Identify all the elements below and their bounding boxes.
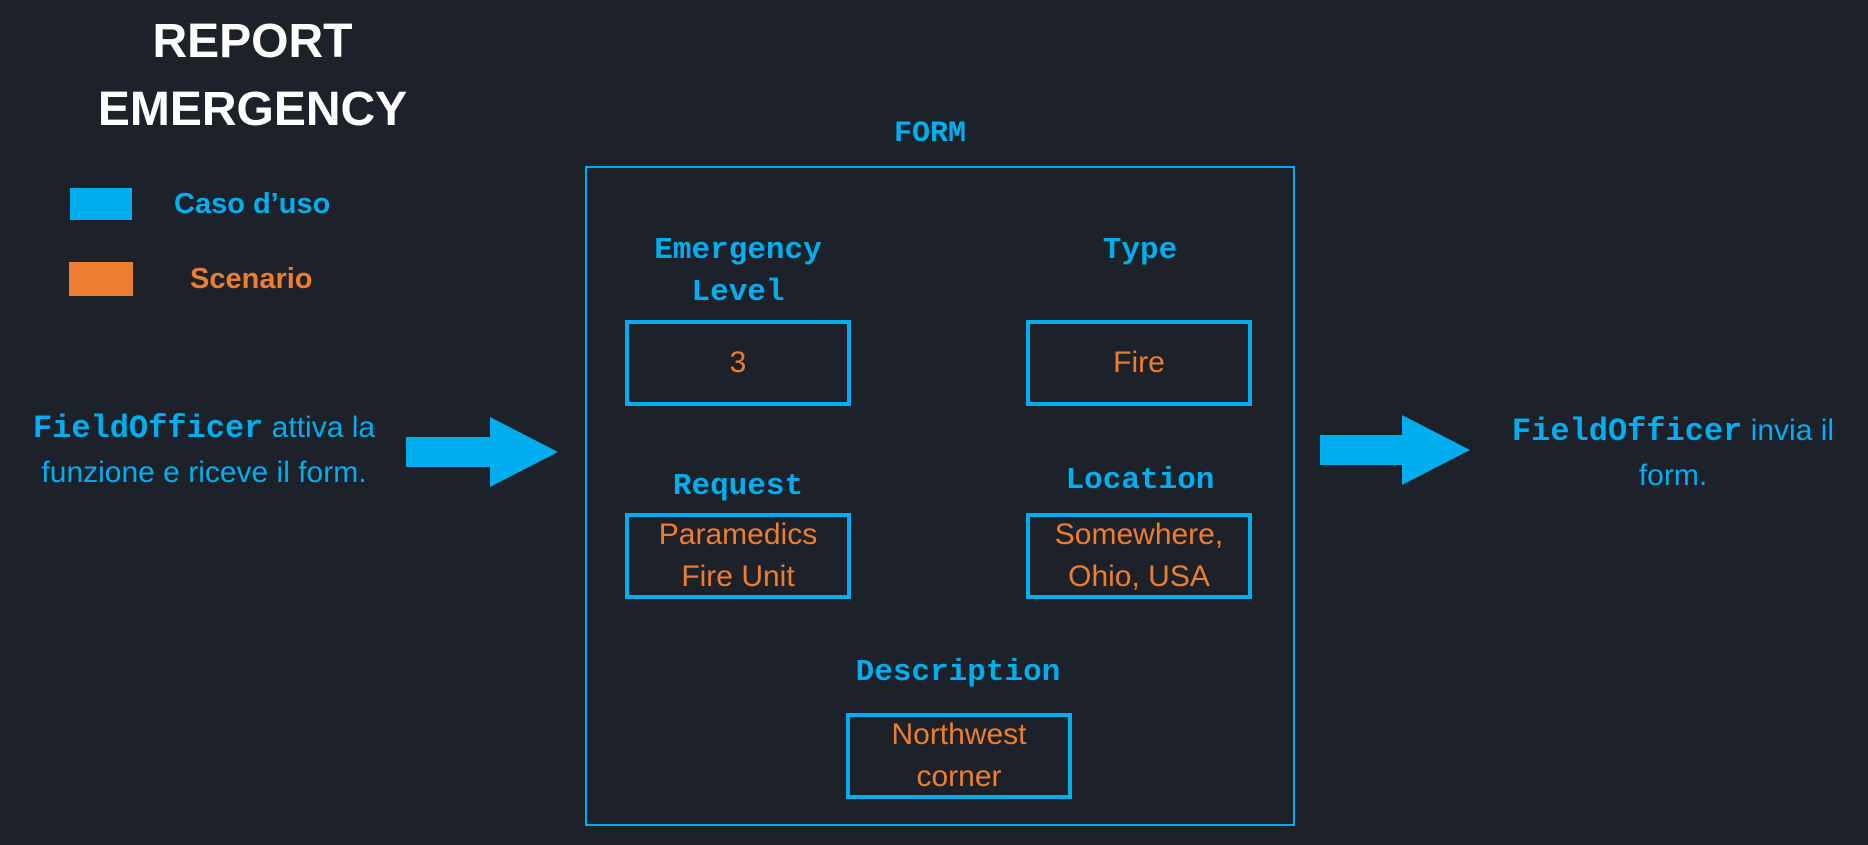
location-value-line-2: Ohio, USA [1068, 560, 1210, 593]
left-note: FieldOfficer attiva la funzione e riceve… [8, 406, 400, 495]
location-value-line-1: Somewhere, [1054, 518, 1224, 551]
right-arrow-icon [1320, 415, 1470, 485]
request-value-line-2: Fire Unit [681, 560, 795, 593]
right-note-actor: FieldOfficer [1511, 413, 1743, 450]
description-value-line-1: Northwest [891, 718, 1027, 751]
left-note-text-1: attiva la [263, 411, 376, 444]
left-note-line-1: FieldOfficer attiva la [8, 406, 400, 451]
request-field[interactable]: Paramedics Fire Unit [625, 513, 851, 599]
description-value-line-2: corner [916, 760, 1002, 793]
type-field[interactable]: Fire [1026, 320, 1252, 406]
emergency-level-field[interactable]: 3 [625, 320, 851, 406]
emergency-level-label-line-2: Level [691, 275, 785, 310]
description-field[interactable]: Northwest corner [846, 713, 1072, 799]
left-arrow-icon [406, 417, 558, 487]
request-label: Request [672, 469, 804, 504]
legend-swatch-scenario [69, 262, 133, 296]
right-note-line-2: form. [1638, 459, 1708, 492]
diagram-title: REPORT EMERGENCY [70, 8, 435, 144]
legend-swatch-use-case [70, 188, 132, 220]
emergency-level-label-line-1: Emergency [654, 233, 822, 268]
request-value-line-1: Paramedics [658, 518, 818, 551]
left-note-line-2: funzione e riceve il form. [41, 456, 367, 489]
description-label: Description [855, 655, 1061, 690]
title-line-1: REPORT [152, 15, 353, 68]
emergency-level-label: Emergency Level [598, 230, 878, 314]
location-label: Location [1065, 463, 1215, 498]
legend-label-use-case: Caso d’uso [174, 188, 331, 220]
form-caption: FORM [893, 117, 966, 151]
title-line-2: EMERGENCY [97, 83, 408, 136]
right-note-text-1: invia il [1742, 414, 1835, 447]
location-field[interactable]: Somewhere, Ohio, USA [1026, 513, 1252, 599]
type-value: Fire [1113, 346, 1165, 379]
legend-label-scenario: Scenario [190, 263, 313, 295]
right-note-line-1: FieldOfficer invia il [1484, 409, 1862, 454]
left-note-actor: FieldOfficer [32, 410, 264, 447]
type-label: Type [1102, 233, 1178, 268]
emergency-level-value: 3 [729, 346, 747, 379]
right-note: FieldOfficer invia il form. [1484, 409, 1862, 498]
form-box [585, 166, 1295, 826]
